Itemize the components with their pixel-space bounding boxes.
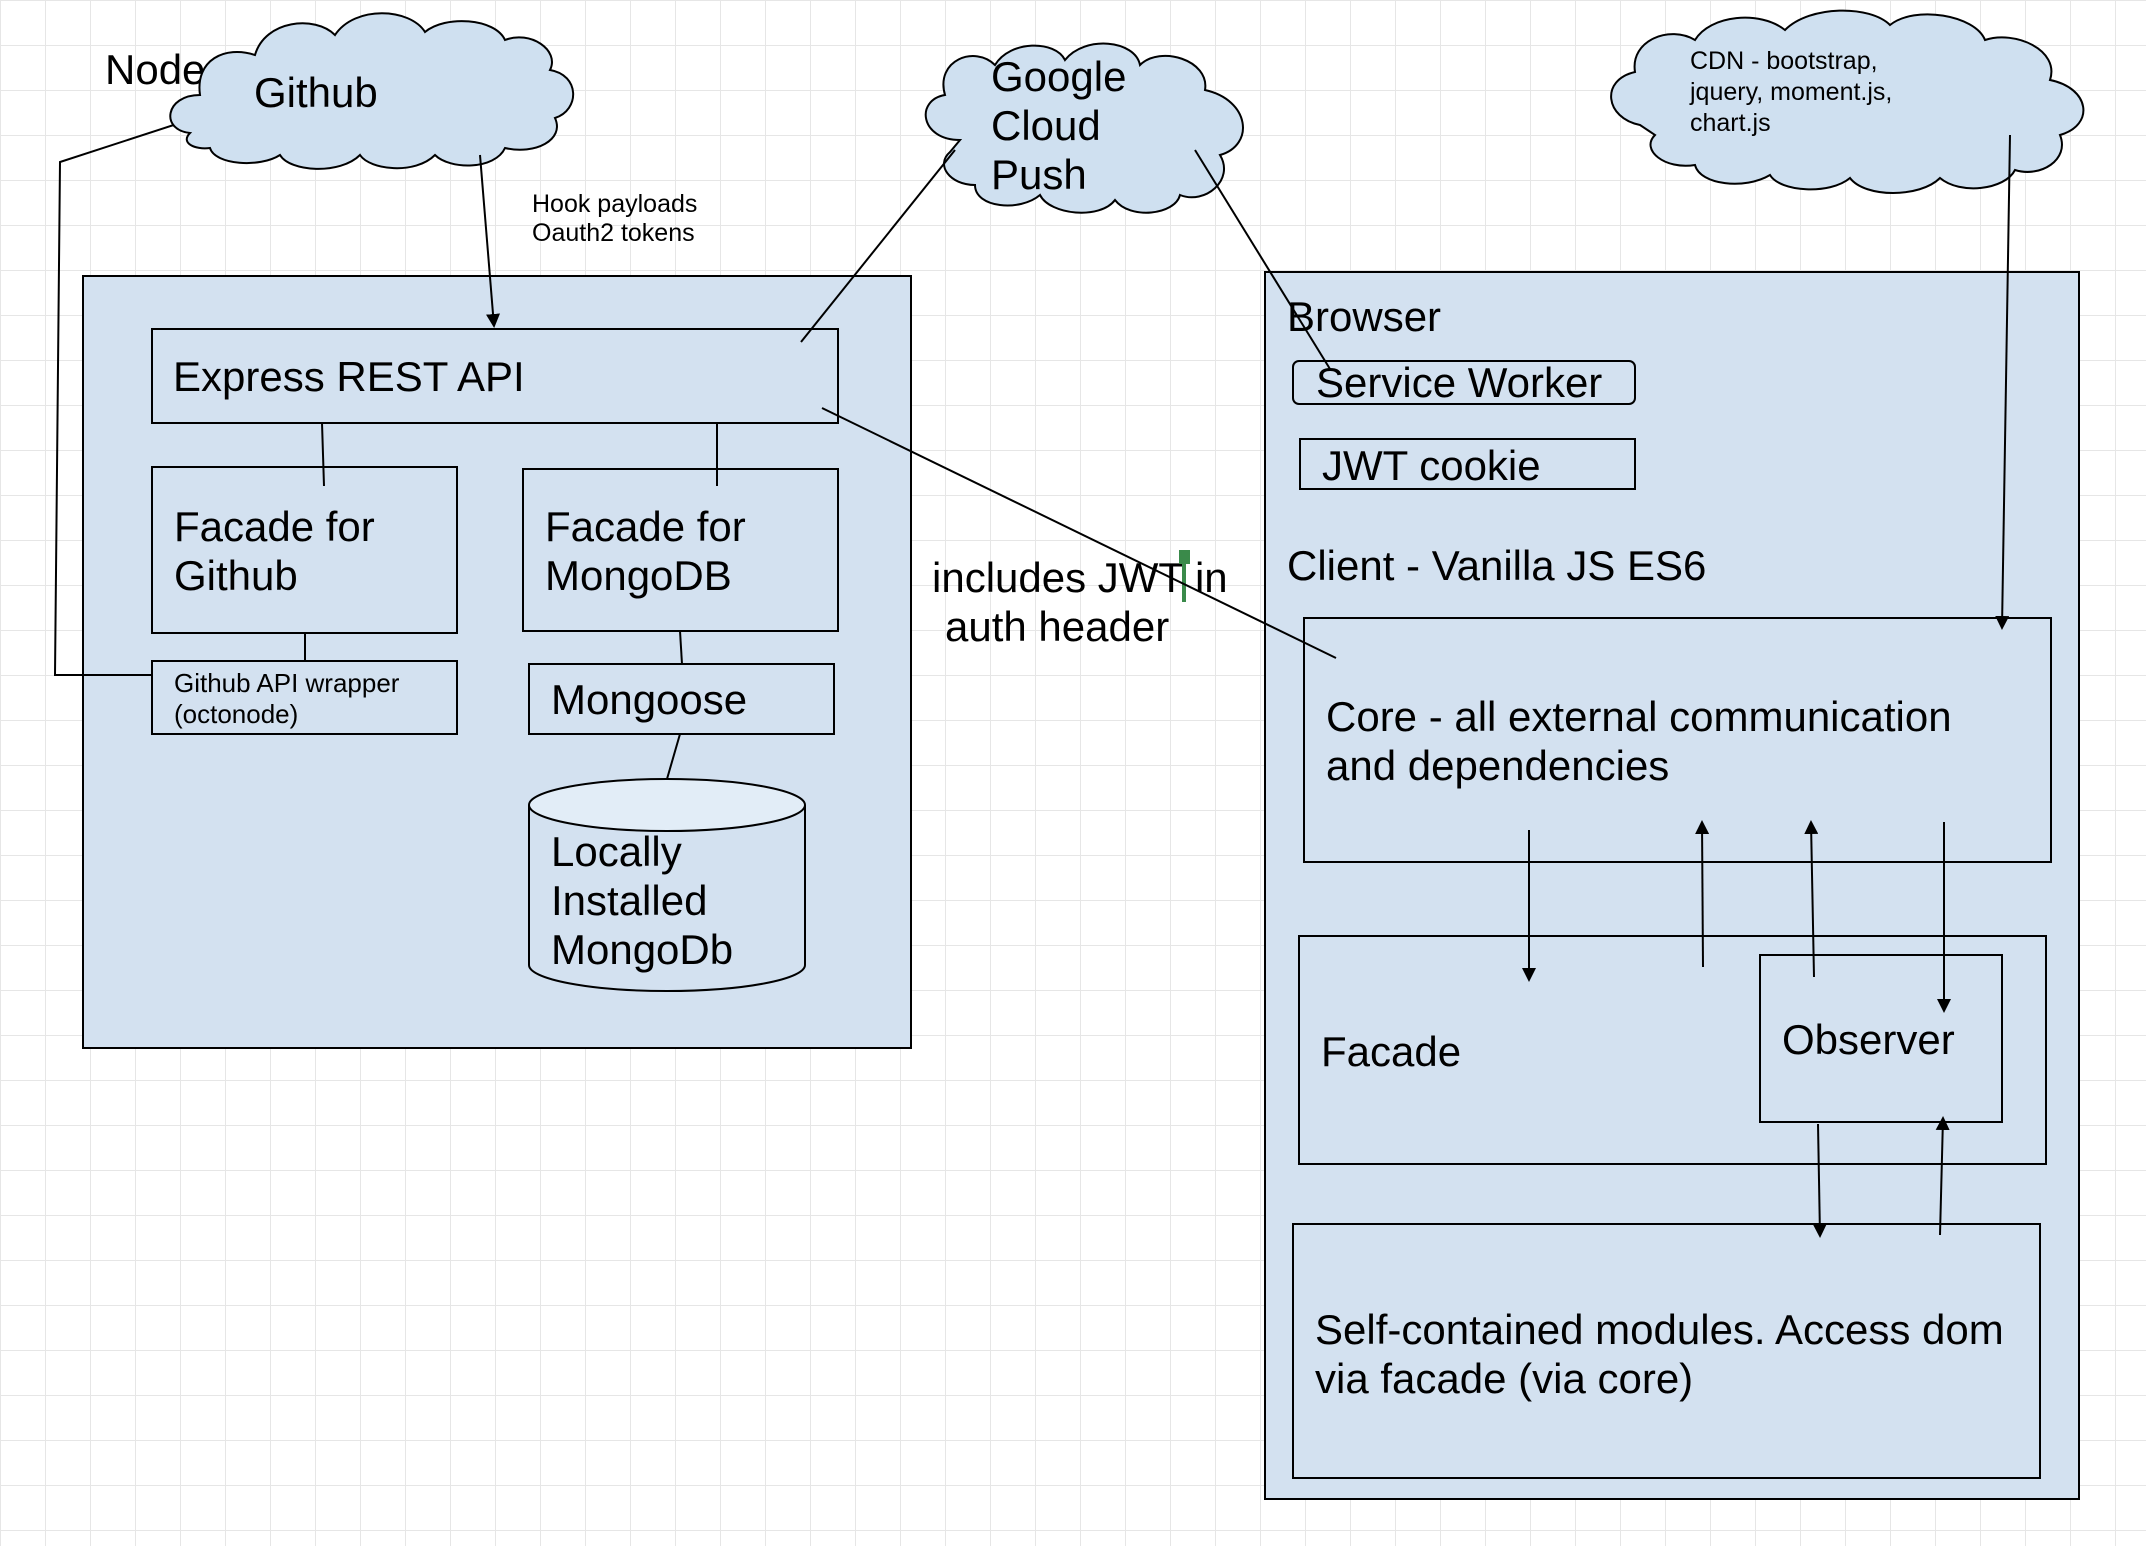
connector-github-to-wrapper [53, 120, 187, 676]
browser-facade-label: Facade [1321, 1028, 1461, 1075]
core-line1: Core - all external communication [1326, 693, 1952, 740]
connector-mongoose-to-db [666, 733, 681, 780]
observer-box: Observer [1759, 954, 2003, 1123]
github-api-wrapper-box: Github API wrapper (octonode) [151, 660, 458, 735]
jwt-annotation-line1: includes JWT in [932, 554, 1228, 601]
line-gcp-to-service-worker [1194, 149, 1331, 370]
github-wrapper-line2: (octonode) [174, 699, 298, 729]
browser-panel-title: Browser [1287, 293, 1441, 340]
facade-github-box: Facade for Github [151, 466, 458, 634]
core-line2: and dependencies [1326, 742, 1669, 789]
mongodb-line1: Locally [551, 828, 682, 875]
line-gcp-to-express [800, 149, 956, 343]
arrow-observer-to-core [1804, 820, 1819, 978]
text-cursor-icon [1179, 550, 1190, 602]
google-cloud-push-cloud: Google Cloud Push [924, 42, 1244, 214]
client-label: Client - Vanilla JS ES6 [1287, 542, 1706, 589]
svg-text:Locally Installed: Locally Installed MongoDb [551, 828, 733, 973]
facade-mongodb-line1: Facade for [545, 503, 746, 550]
server-connectors [53, 120, 718, 780]
jwt-cookie-box: JWT cookie [1299, 438, 1636, 490]
facade-github-line2: Github [174, 552, 298, 599]
gcp-line2: Cloud [991, 102, 1101, 149]
hook-annotation-line2: Oauth2 tokens [532, 219, 695, 247]
core-box: Core - all external communication and de… [1303, 617, 2052, 863]
facade-github-line1: Facade for [174, 503, 375, 550]
cdn-line2: jquery, moment.js, [1689, 78, 1892, 106]
gcp-line1: Google [991, 53, 1126, 100]
service-worker-box: Service Worker [1292, 359, 1636, 406]
mongodb-line2: Installed [551, 877, 707, 924]
modules-line2: via facade (via core) [1315, 1355, 1693, 1402]
jwt-annotation-line2: auth header [945, 603, 1169, 650]
modules-line1: Self-contained modules. Access dom [1315, 1306, 2004, 1353]
express-rest-api-label: Express REST API [173, 353, 525, 400]
hook-annotation-line1: Hook payloads [532, 190, 697, 218]
facade-mongodb-box: Facade for MongoDB [522, 468, 839, 632]
github-cloud-label: Github [254, 69, 378, 116]
facade-mongodb-line2: MongoDB [545, 552, 732, 599]
observer-label: Observer [1782, 1016, 1955, 1063]
service-worker-label: Service Worker [1316, 359, 1602, 406]
modules-box: Self-contained modules. Access dom via f… [1292, 1223, 2041, 1479]
cdn-cloud: CDN - bootstrap, jquery, moment.js, char… [1610, 9, 2085, 194]
connector-facade-mongodb-to-mongoose [679, 630, 683, 665]
cdn-line1: CDN - bootstrap, [1690, 47, 1878, 75]
arrow-observer-to-modules [1812, 1123, 1827, 1238]
cross-connectors [479, 134, 2011, 1238]
svg-text:Hook payloads Oauth2 token: Hook payloads Oauth2 tokens [532, 190, 704, 247]
svg-text:Core - all external communicat: Core - all external communication and de… [1326, 693, 1963, 789]
svg-text:Github API wrapper (octo: Github API wrapper (octonode) [174, 668, 407, 729]
svg-text:Google Cloud Push: Google Cloud Push [991, 53, 1138, 198]
arrow-facade-to-core [1695, 820, 1710, 968]
github-wrapper-line1: Github API wrapper [174, 668, 400, 698]
svg-text:Facade for MongoDB: Facade for MongoDB [545, 503, 757, 599]
node-panel-title: Node [105, 46, 205, 93]
cdn-line3: chart.js [1690, 109, 1771, 137]
gcp-line3: Push [991, 151, 1087, 198]
github-cloud: Github [169, 12, 575, 170]
connector-express-to-facade-github [321, 422, 325, 487]
express-rest-api-box: Express REST API [151, 328, 839, 424]
line-express-to-core [821, 407, 1337, 659]
arrow-github-to-express [479, 154, 500, 328]
jwt-cookie-label: JWT cookie [1322, 442, 1541, 489]
mongoose-label: Mongoose [551, 676, 747, 723]
svg-text:Facade for Github: Facade for Github [174, 503, 386, 599]
mongoose-box: Mongoose [528, 663, 835, 735]
svg-text:Self-contained modules. Access: Self-contained modules. Access dom via f… [1315, 1306, 2015, 1402]
arrow-cdn-to-core [1995, 134, 2011, 630]
mongodb-line3: MongoDb [551, 926, 733, 973]
svg-text:CDN - bootstrap, jquery,: CDN - bootstrap, jquery, moment.js, char… [1689, 47, 1899, 137]
mongodb-database-cylinder: Locally Installed MongoDb [528, 778, 806, 992]
arrow-modules-to-observer [1935, 1116, 1950, 1236]
svg-text:includes JWT in auth heade: includes JWT in auth header [932, 554, 1239, 650]
